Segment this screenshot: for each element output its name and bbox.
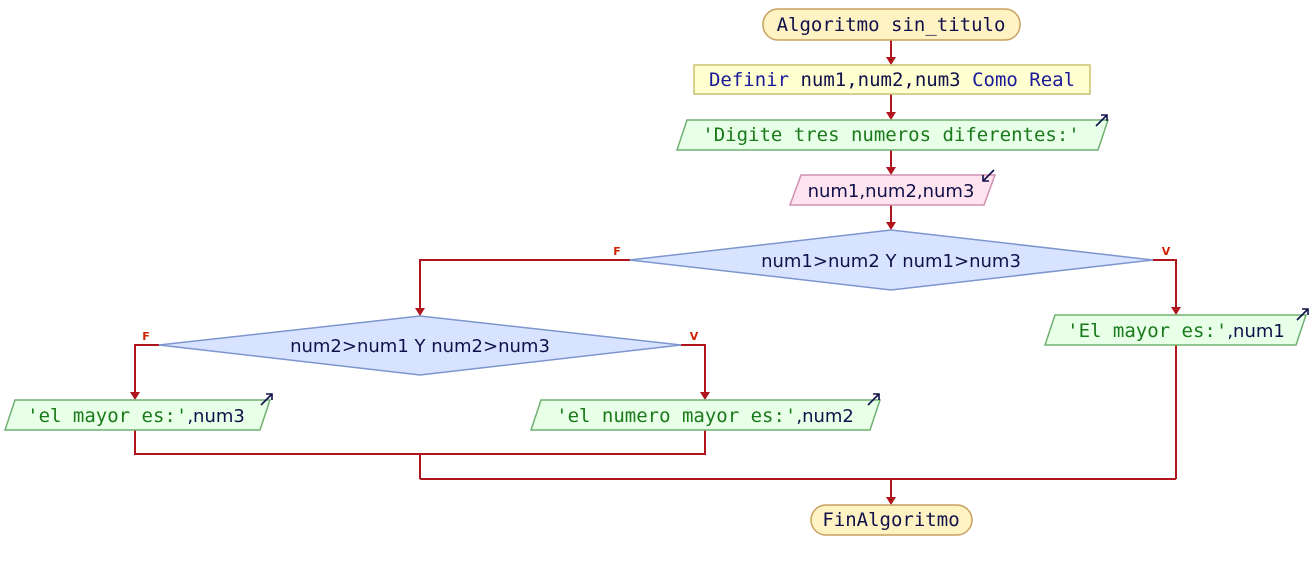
decision2: num2>num1 Y num2>num3 F V — [142, 315, 699, 376]
start-name: sin_titulo — [891, 14, 1005, 36]
input-block-text: num1,num2,num3 — [808, 181, 975, 202]
output-num2-string: 'el numero mayor es:' — [556, 405, 796, 427]
input-block: num1,num2,num3 — [788, 169, 997, 206]
start-terminal-shape — [762, 8, 1021, 41]
decision1: num1>num2 Y num1>num3 F V — [613, 229, 1171, 291]
decision2-false-label: F — [142, 330, 150, 343]
output-num1-shape — [1043, 314, 1308, 346]
output-num3-var: ,num3 — [187, 406, 245, 427]
output-prompt-text: 'Digite tres numeros diferentes:' — [702, 124, 1080, 146]
output-num1-string: 'El mayor es:' — [1067, 320, 1227, 342]
decision2-true-label: V — [690, 330, 699, 343]
output-num2-shape — [529, 399, 882, 431]
output-arrow-icon — [1296, 308, 1309, 321]
decision1-shape — [629, 229, 1154, 291]
define-como: Como — [972, 69, 1018, 91]
end-terminal-shape — [810, 504, 973, 536]
define-vars: num1,num2,num3 — [800, 69, 960, 91]
output-num3-text: 'el mayor es:',num3 — [27, 405, 245, 427]
start-keyword: Algoritmo — [777, 14, 880, 36]
start-terminal-text: Algoritmo sin_titulo — [777, 14, 1006, 36]
decision1-condition: num1>num2 Y num1>num3 — [761, 251, 1021, 272]
define-block-shape — [693, 64, 1091, 95]
decision1-false-label: F — [613, 245, 621, 258]
output-arrow-icon — [867, 393, 880, 406]
arrowhead — [700, 392, 710, 400]
output-arrow-icon — [260, 393, 273, 406]
output-num1-var: ,num1 — [1227, 321, 1285, 342]
output-num2-text: 'el numero mayor es:',num2 — [556, 405, 854, 427]
output-num1-text: 'El mayor es:',num1 — [1067, 320, 1285, 342]
define-type: Real — [1029, 69, 1075, 91]
connector-decision2-true — [681, 344, 706, 392]
output-prompt-block: 'Digite tres numeros diferentes:' — [675, 114, 1110, 151]
arrowhead — [130, 392, 140, 400]
output-num3-block: 'el mayor es:',num3 — [3, 393, 273, 431]
output-num1-block: 'El mayor es:',num1 — [1043, 308, 1309, 346]
output-num3-string: 'el mayor es:' — [27, 405, 187, 427]
arrowhead — [886, 112, 896, 120]
connector-decision1-false — [419, 259, 630, 308]
end-terminal-text: FinAlgoritmo — [822, 509, 959, 531]
output-num2-block: 'el numero mayor es:',num2 — [529, 393, 882, 431]
connector-decision2-false — [134, 344, 159, 392]
connector-inner-merge — [134, 430, 706, 455]
output-prompt-shape — [675, 119, 1110, 151]
output-num3-shape — [3, 399, 272, 431]
arrowhead — [886, 57, 896, 65]
output-num2-var: ,num2 — [796, 406, 854, 427]
input-arrow-icon — [982, 169, 995, 182]
arrowhead — [886, 222, 896, 230]
decision2-shape — [158, 315, 682, 376]
arrowhead — [886, 167, 896, 175]
output-arrow-icon — [1095, 114, 1108, 127]
arrowhead — [415, 308, 425, 316]
input-block-shape — [788, 174, 997, 206]
arrowhead — [886, 497, 896, 505]
arrowhead — [1171, 307, 1181, 315]
define-block-text: Definir num1,num2,num3 Como Real — [709, 69, 1075, 91]
connectors — [130, 40, 1181, 505]
decision1-true-label: V — [1162, 245, 1171, 258]
define-keyword: Definir — [709, 69, 789, 91]
decision2-condition: num2>num1 Y num2>num3 — [290, 336, 550, 357]
start-terminal: Algoritmo sin_titulo — [762, 8, 1021, 41]
end-terminal: FinAlgoritmo — [810, 504, 973, 536]
connector-decision1-true — [1153, 259, 1177, 307]
define-block: Definir num1,num2,num3 Como Real — [693, 64, 1091, 95]
